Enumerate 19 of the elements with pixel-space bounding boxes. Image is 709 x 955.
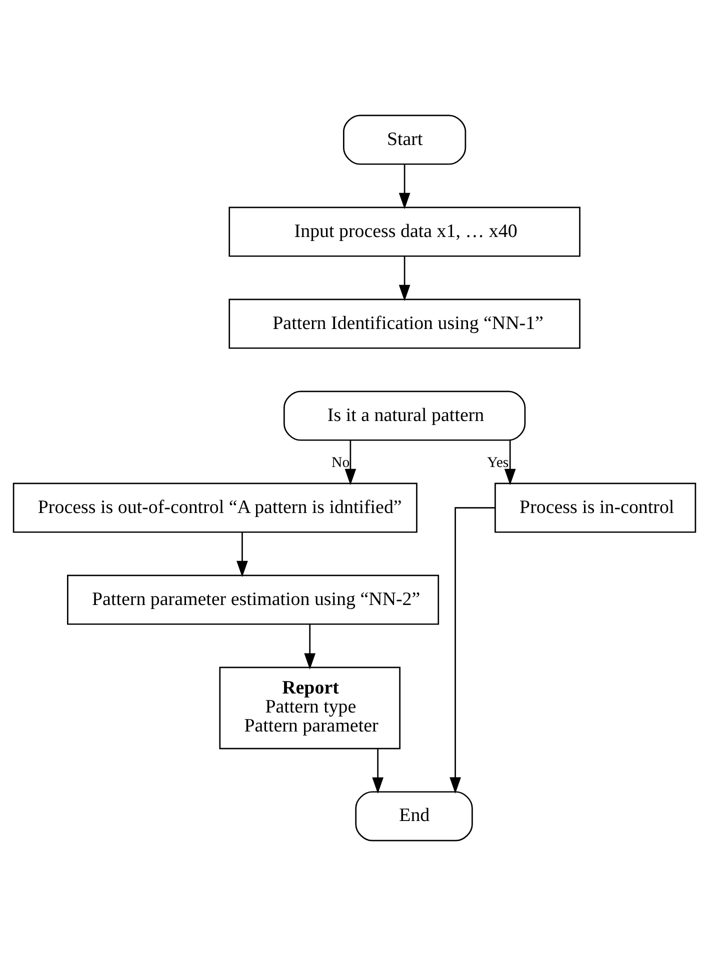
node-box: Process is out-of-control “A pattern is idntified” (12, 482, 418, 532)
edge-label: Yes (487, 454, 509, 470)
arrow (304, 624, 316, 669)
node-box: Is it a natural pattern (283, 390, 526, 440)
arrow (398, 256, 410, 301)
node-box: Input process data x1, … x40 (228, 206, 580, 256)
arrow (450, 506, 496, 794)
node-box: End (355, 790, 473, 841)
arrow (344, 440, 356, 485)
node-box: Pattern Identification using “NN-1” (228, 298, 580, 348)
edge-label: No (332, 454, 350, 470)
arrow (504, 440, 516, 485)
node-box: Pattern parameter estimation using “NN-2” (67, 574, 440, 624)
arrow (372, 748, 384, 794)
node-box: Report Pattern type Pattern parameter (219, 666, 400, 749)
node-box: Process is in-control (494, 482, 696, 532)
arrow (236, 532, 248, 577)
arrow (398, 164, 410, 209)
node-box: Start (343, 114, 466, 164)
